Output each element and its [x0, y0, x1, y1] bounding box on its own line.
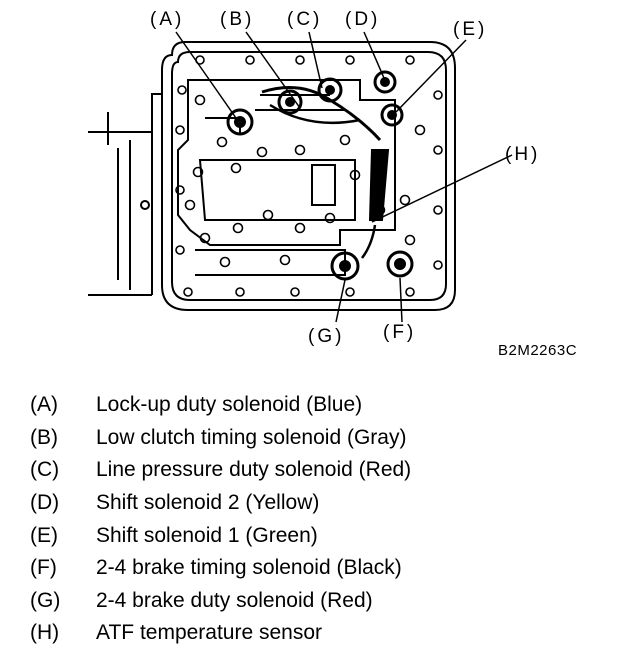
callout-c: (C) [287, 9, 323, 30]
valve-body-drawing [88, 31, 513, 323]
solenoid-a [226, 108, 254, 136]
callout-d: (D) [345, 9, 381, 30]
legend-text: 2-4 brake duty solenoid (Red) [96, 588, 373, 612]
legend-text: 2-4 brake timing solenoid (Black) [96, 556, 402, 580]
callout-a: (A) [150, 9, 185, 30]
callout-f: (F) [383, 322, 417, 343]
legend-key: (A) [30, 393, 58, 417]
legend: (A) Lock-up duty solenoid (Blue) (B) Low c… [30, 389, 411, 650]
legend-text: Low clutch timing solenoid (Gray) [96, 425, 407, 449]
solenoid-c [317, 77, 343, 103]
leader-lines [175, 31, 513, 323]
figure-code: B2M2263C [498, 342, 578, 359]
legend-key: (C) [30, 458, 60, 482]
solenoid-f [386, 250, 414, 278]
solenoid-b [277, 89, 303, 115]
legend-key: (D) [30, 491, 60, 515]
plate-bolt-holes [184, 94, 426, 268]
legend-text: Line pressure duty solenoid (Red) [96, 458, 412, 482]
legend-row-h: (H) ATF temperature sensor [30, 617, 411, 650]
legend-text: Lock-up duty solenoid (Blue) [96, 393, 363, 417]
legend-row-c: (C) Line pressure duty solenoid (Red) [30, 454, 411, 487]
valve-body-figure: (A) (B) (C) (D) (E) (H) (G) (F) B2M2263C [88, 9, 578, 359]
legend-row-b: (B) Low clutch timing solenoid (Gray) [30, 422, 411, 455]
legend-row-g: (G) 2-4 brake duty solenoid (Red) [30, 585, 411, 618]
legend-key: (B) [30, 425, 58, 449]
solenoid-e [380, 103, 404, 127]
legend-row-d: (D) Shift solenoid 2 (Yellow) [30, 487, 411, 520]
legend-row-f: (F) 2-4 brake timing solenoid (Black) [30, 552, 411, 585]
callout-e: (E) [453, 19, 488, 40]
callout-b: (B) [220, 9, 255, 30]
legend-key: (G) [30, 588, 61, 612]
legend-key: (E) [30, 523, 58, 547]
legend-text: ATF temperature sensor [96, 621, 323, 645]
pan-bolt-holes [175, 55, 443, 297]
transmission-case [88, 93, 162, 296]
callout-h: (H) [505, 144, 541, 165]
legend-text: Shift solenoid 2 (Yellow) [96, 491, 320, 515]
legend-row-a: (A) Lock-up duty solenoid (Blue) [30, 389, 411, 422]
solenoid-g [330, 251, 360, 281]
legend-key: (H) [30, 621, 60, 645]
legend-row-e: (E) Shift solenoid 1 (Green) [30, 519, 411, 552]
valve-body-plate [177, 79, 396, 276]
callout-g: (G) [308, 326, 345, 347]
atf-temperature-sensor [261, 86, 390, 259]
solenoid-d [373, 70, 397, 94]
legend-text: Shift solenoid 1 (Green) [96, 523, 318, 547]
legend-key: (F) [30, 556, 57, 580]
